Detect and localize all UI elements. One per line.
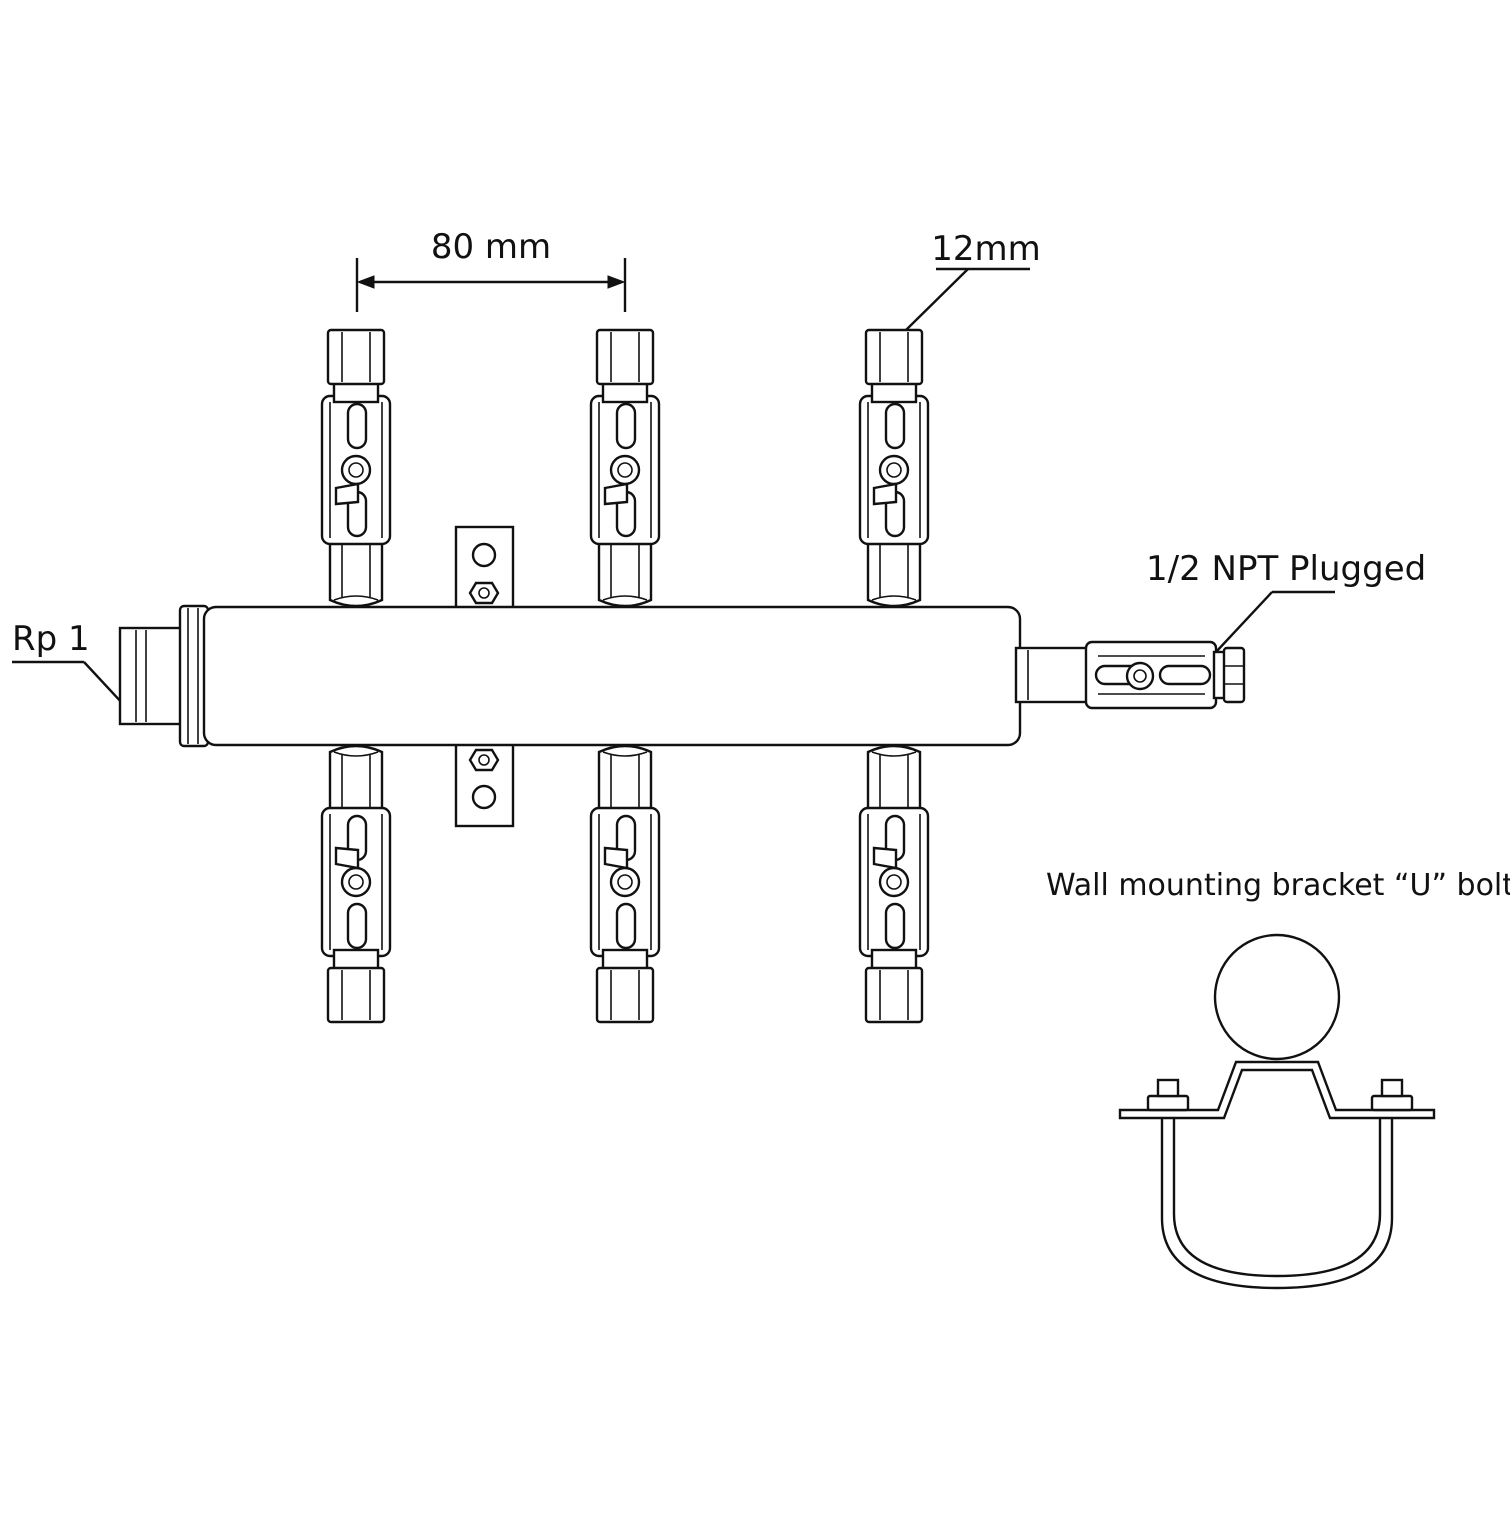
bracket-label: Wall mounting bracket “U” bolt bbox=[1046, 868, 1510, 903]
nut-bore bbox=[478, 754, 490, 766]
outlet-valve-bottom-1 bbox=[320, 744, 392, 1024]
bolt-end-right bbox=[1380, 1078, 1404, 1098]
mounting-tab-bottom bbox=[454, 742, 515, 828]
bracket-detail: Wall mounting bracket “U” bolt bbox=[1046, 868, 1510, 1290]
bracket-nut-left bbox=[1146, 1094, 1190, 1112]
spacing-dimension: 80 mm bbox=[355, 227, 627, 312]
pipe-section bbox=[1213, 933, 1341, 1061]
bolt-end-left bbox=[1156, 1078, 1180, 1098]
mounting-nut bbox=[468, 748, 500, 772]
mounting-tab-top bbox=[454, 525, 515, 611]
tube-leader bbox=[905, 268, 969, 331]
inlet-callout: Rp 1 bbox=[12, 619, 137, 719]
outlet-valve-top-3 bbox=[858, 328, 930, 608]
tube-size-callout: 12mm bbox=[905, 229, 1041, 331]
outlet-valve-bottom-3 bbox=[858, 744, 930, 1024]
bracket-nut-right bbox=[1370, 1094, 1414, 1112]
u-bolt-inner bbox=[1172, 1116, 1382, 1278]
manifold-body bbox=[202, 605, 1022, 747]
tube-size-label: 12mm bbox=[931, 229, 1041, 269]
outlet-leader bbox=[1215, 591, 1273, 653]
u-bolt-outer bbox=[1160, 1116, 1394, 1290]
end-plug bbox=[1222, 646, 1246, 704]
spacing-label: 80 mm bbox=[431, 227, 551, 267]
nut-bore bbox=[478, 587, 490, 599]
outlet-valve-top-1 bbox=[320, 328, 392, 608]
end-stub bbox=[1014, 646, 1090, 704]
bracket-strap bbox=[1118, 1060, 1436, 1120]
outlet-valve-top-2 bbox=[589, 328, 661, 608]
mounting-nut bbox=[468, 581, 500, 605]
inlet-label: Rp 1 bbox=[12, 619, 90, 659]
end-outlet-valve bbox=[1014, 640, 1246, 710]
inlet-threaded-end bbox=[118, 626, 186, 726]
mounting-hole bbox=[471, 784, 497, 810]
dimension-arrow-right bbox=[607, 275, 626, 289]
end-valve-handle bbox=[1158, 664, 1212, 686]
outlet-label: 1/2 NPT Plugged bbox=[1146, 549, 1426, 589]
outlet-valve-bottom-2 bbox=[589, 744, 661, 1024]
mounting-hole bbox=[471, 542, 497, 568]
dimension-arrow-left bbox=[356, 275, 375, 289]
end-valve-stem bbox=[1125, 661, 1155, 691]
outlet-callout: 1/2 NPT Plugged bbox=[1146, 549, 1426, 653]
end-valve-stem-inner bbox=[1133, 669, 1147, 683]
inlet-fitting bbox=[118, 604, 210, 748]
